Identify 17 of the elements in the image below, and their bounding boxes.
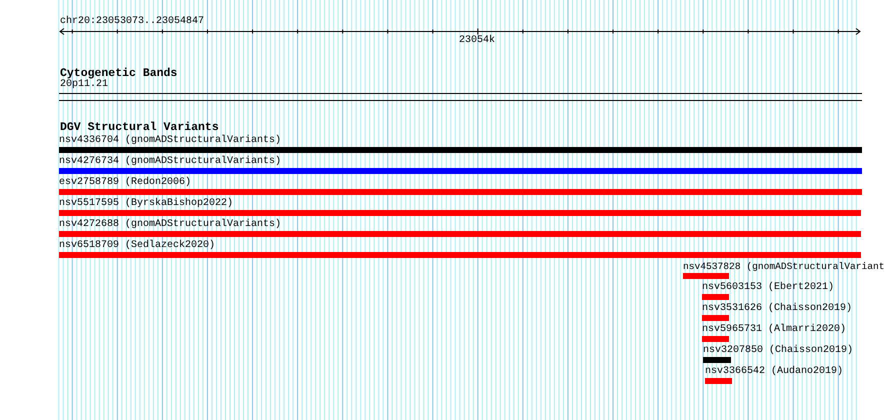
variant-label: nsv3531626 (Chaisson2019) (702, 303, 852, 314)
variant-label: nsv4272688 (gnomADStructuralVariants) (59, 219, 282, 230)
variant-label: nsv5965731 (Almarri2020) (702, 324, 846, 335)
variant-label: nsv3207850 (Chaisson2019) (703, 345, 854, 356)
variant-label: nsv3366542 (Audano2019) (705, 366, 844, 377)
variant-label: nsv5517595 (ByrskaBishop2022) (59, 198, 234, 209)
band-label: 20p11.21 (60, 79, 108, 90)
variant-label: nsv6518709 (Sedlazeck2020) (59, 240, 216, 251)
coordinate-label: chr20:23053073..23054847 (60, 16, 204, 27)
tick-label: 23054k (459, 34, 496, 46)
variant-label: nsv5603153 (Ebert2021) (702, 282, 834, 293)
track-title: Cytogenetic Bands (60, 67, 178, 80)
variant-label: esv2758789 (Redon2006) (59, 177, 192, 188)
variant-label: nsv4336704 (gnomADStructuralVariants) (59, 135, 282, 146)
variant-label: nsv4537828 (gnomADStructuralVariant (683, 261, 885, 272)
track-title: DGV Structural Variants (60, 121, 219, 134)
variant-label: nsv4276734 (gnomADStructuralVariants) (59, 156, 282, 167)
